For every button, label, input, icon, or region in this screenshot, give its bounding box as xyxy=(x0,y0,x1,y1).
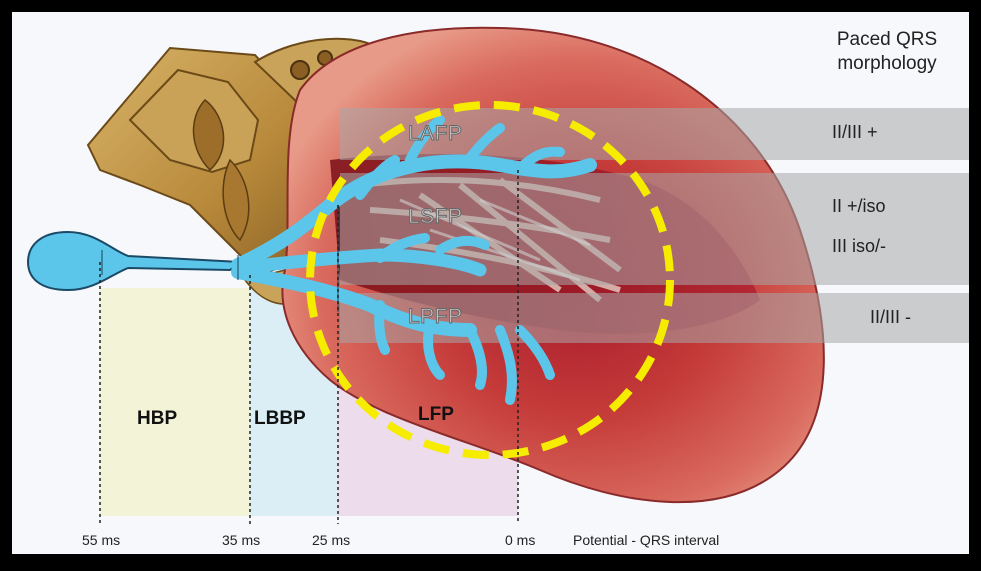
timeline-axis-label: Potential - QRS interval xyxy=(573,532,719,548)
tick-label-0ms: 0 ms xyxy=(505,532,535,548)
morphology-anterior: II/III + xyxy=(832,122,878,143)
morphology-posterior: II/III - xyxy=(870,307,911,328)
tick-label-35ms: 35 ms xyxy=(222,532,260,548)
zone-label-left-bundle: LBBP xyxy=(254,408,306,430)
panel-title-line1: Paced QRS xyxy=(812,28,962,52)
his-zone xyxy=(100,288,250,516)
fascicle-label-anterior: LAFP xyxy=(408,122,463,146)
morphology-septal-line1: II +/iso xyxy=(832,196,886,217)
fascicle-label-septal: LSFP xyxy=(408,205,463,229)
band-septal xyxy=(340,173,969,285)
morphology-septal-line2: III iso/- xyxy=(832,236,886,257)
panel-title: Paced QRS morphology xyxy=(812,28,962,76)
zone-label-his: HBP xyxy=(137,408,177,430)
tick-label-25ms: 25 ms xyxy=(312,532,350,548)
zone-label-fascicular: LFP xyxy=(418,404,454,426)
panel-title-line2: morphology xyxy=(812,52,962,76)
fascicle-label-posterior: LPFP xyxy=(408,305,463,329)
tick-label-55ms: 55 ms xyxy=(82,532,120,548)
